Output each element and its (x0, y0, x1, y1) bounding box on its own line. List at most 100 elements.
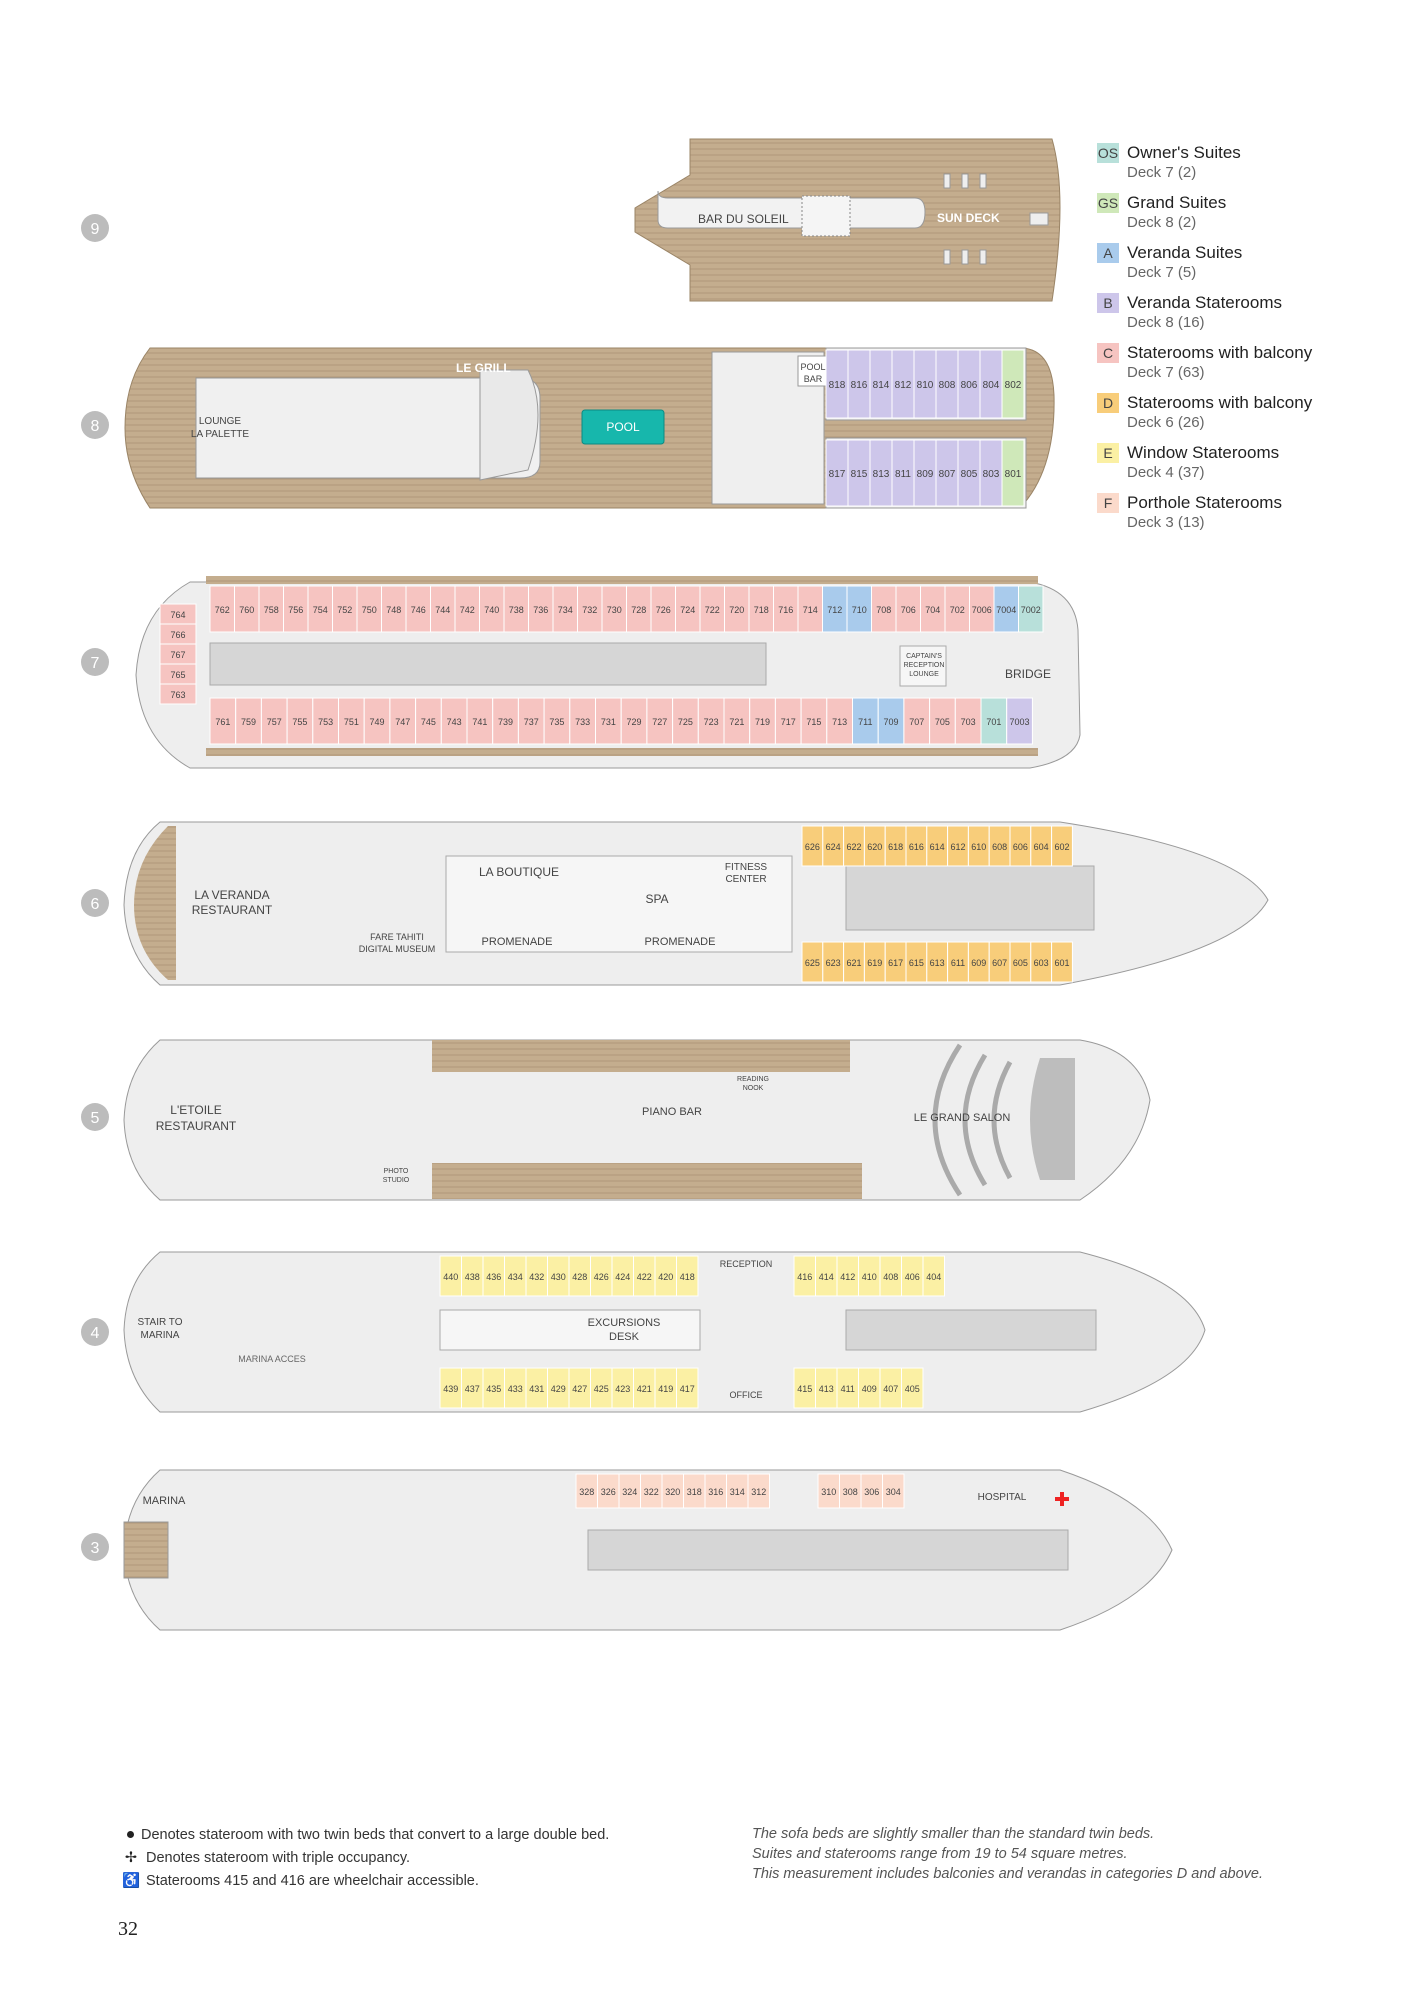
stateroom-number: 440 (443, 1272, 458, 1282)
stateroom-number: 619 (867, 958, 882, 968)
stateroom-312[interactable] (747, 1473, 770, 1509)
stateroom-751[interactable] (338, 697, 365, 745)
deck-badge-8: 8 (81, 411, 109, 439)
stateroom-729[interactable] (620, 697, 648, 745)
stateroom-802[interactable] (1001, 349, 1025, 419)
stateroom-713[interactable] (826, 697, 853, 745)
stateroom-745[interactable] (415, 697, 442, 745)
stateroom-7003[interactable] (1006, 697, 1033, 745)
stateroom-number: 807 (939, 469, 956, 480)
stateroom-734[interactable] (552, 585, 578, 633)
bridge-label: BRIDGE (1005, 667, 1051, 681)
svg-text:FITNESS: FITNESS (725, 862, 768, 873)
stateroom-number: 709 (884, 717, 899, 727)
stateroom-number: 802 (1005, 380, 1022, 391)
stateroom-704[interactable] (920, 585, 946, 633)
stateroom-749[interactable] (363, 697, 391, 745)
stateroom-number: 606 (1013, 842, 1028, 852)
stateroom-7004[interactable] (993, 585, 1019, 633)
stateroom-722[interactable] (699, 585, 725, 633)
stateroom-number: 801 (1005, 469, 1022, 480)
stateroom-number: 734 (558, 605, 573, 615)
stateroom-762[interactable] (209, 585, 235, 633)
stateroom-number: 411 (841, 1384, 855, 1394)
stateroom-741[interactable] (466, 697, 494, 745)
deck-badge-9: 9 (81, 214, 109, 242)
stateroom-744[interactable] (430, 585, 456, 633)
stateroom-number: 727 (652, 717, 667, 727)
stateroom-705[interactable] (929, 697, 956, 745)
stateroom-743[interactable] (440, 697, 468, 745)
stateroom-number: 431 (529, 1384, 544, 1394)
stateroom-801[interactable] (1001, 439, 1025, 507)
stateroom-number: 743 (447, 717, 462, 727)
stateroom-760[interactable] (234, 585, 260, 633)
stateroom-703[interactable] (954, 697, 982, 745)
stateroom-723[interactable] (697, 697, 725, 745)
stateroom-number: 718 (754, 605, 769, 615)
stateroom-717[interactable] (774, 697, 802, 745)
stateroom-304[interactable] (882, 1473, 905, 1509)
stateroom-706[interactable] (895, 585, 921, 633)
stateroom-721[interactable] (723, 697, 751, 745)
stateroom-number: 761 (215, 717, 230, 727)
svg-text:HOSPITAL: HOSPITAL (978, 1492, 1027, 1503)
stateroom-730[interactable] (601, 585, 627, 633)
stateroom-716[interactable] (773, 585, 799, 633)
stateroom-number: 809 (917, 469, 934, 480)
stateroom-755[interactable] (286, 697, 314, 745)
stateroom-726[interactable] (650, 585, 676, 633)
stateroom-761[interactable] (209, 697, 237, 745)
stateroom-601[interactable] (1051, 941, 1073, 983)
le-grill-label: LE GRILL (456, 361, 511, 375)
stateroom-number: 740 (484, 605, 499, 615)
stateroom-709[interactable] (877, 697, 905, 745)
stateroom-735[interactable] (543, 697, 571, 745)
stateroom-719[interactable] (749, 697, 776, 745)
stateroom-750[interactable] (356, 585, 382, 633)
stateroom-763[interactable] (159, 683, 197, 705)
stateroom-number: 611 (951, 958, 965, 968)
stateroom-number: 322 (644, 1487, 659, 1497)
svg-text:CENTER: CENTER (725, 874, 766, 885)
svg-text:9: 9 (91, 221, 100, 238)
stateroom-404[interactable] (922, 1255, 945, 1297)
stateroom-754[interactable] (307, 585, 333, 633)
svg-text:DESK: DESK (609, 1331, 640, 1343)
stateroom-number: 733 (575, 717, 590, 727)
stateroom-711[interactable] (852, 697, 879, 745)
stateroom-7002[interactable] (1018, 585, 1044, 633)
stateroom-724[interactable] (675, 585, 701, 633)
stateroom-748[interactable] (381, 585, 407, 633)
svg-text:FARE TAHITI: FARE TAHITI (370, 932, 424, 942)
stateroom-710[interactable] (846, 585, 872, 633)
stateroom-number: 424 (615, 1272, 630, 1282)
stateroom-602[interactable] (1051, 825, 1073, 867)
stateroom-708[interactable] (871, 585, 897, 633)
stateroom-738[interactable] (503, 585, 529, 633)
stateroom-number: 412 (840, 1272, 855, 1282)
stateroom-752[interactable] (332, 585, 358, 633)
stateroom-number: 715 (806, 717, 821, 727)
stateroom-number: 708 (876, 605, 891, 615)
stateroom-417[interactable] (676, 1367, 699, 1409)
svg-text:RECEPTION: RECEPTION (720, 1259, 773, 1269)
wheelchair-icon: ♿ (121, 1873, 141, 1889)
stateroom-number: 618 (888, 842, 903, 852)
stateroom-405[interactable] (901, 1367, 924, 1409)
stateroom-number: 739 (498, 717, 513, 727)
stateroom-707[interactable] (903, 697, 931, 745)
stateroom-731[interactable] (595, 697, 622, 745)
stateroom-number: 751 (344, 717, 359, 727)
stateroom-758[interactable] (258, 585, 284, 633)
stateroom-746[interactable] (405, 585, 431, 633)
stateroom-number: 732 (582, 605, 597, 615)
stateroom-733[interactable] (569, 697, 596, 745)
stateroom-number: 617 (888, 958, 903, 968)
stateroom-number: 735 (549, 717, 564, 727)
stateroom-418[interactable] (676, 1255, 699, 1297)
stateroom-number: 814 (873, 380, 890, 391)
stateroom-753[interactable] (312, 697, 339, 745)
